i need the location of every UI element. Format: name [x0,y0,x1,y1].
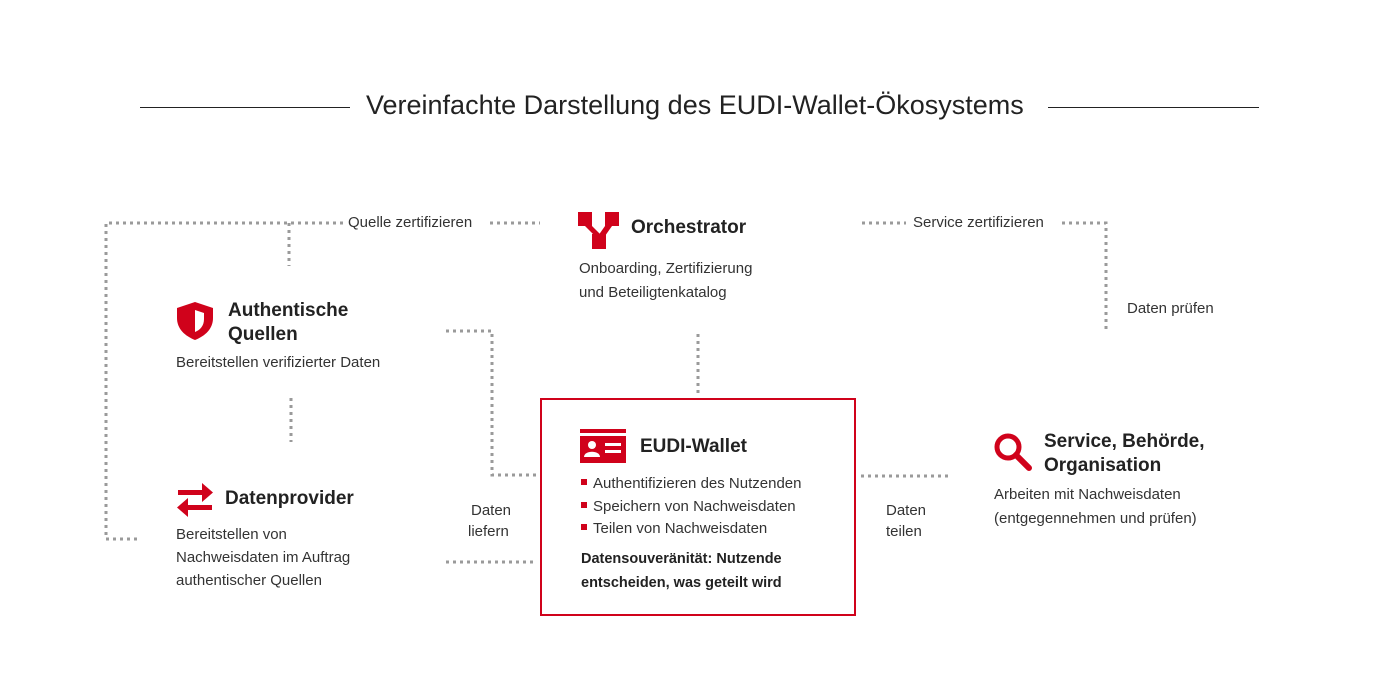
orchestrator-desc-1: Onboarding, Zertifizierung [579,260,753,277]
wallet-note-2: entscheiden, was geteilt wird [581,575,782,591]
quellen-title-2: Quellen [228,324,298,345]
label-daten-teilen-1: Daten [886,502,927,519]
wallet-bullet-1: Authentifizieren des Nutzenden [581,475,801,492]
label-quelle-zertifizieren: Quelle zertifizieren [348,214,473,231]
wallet-bullet-3: Teilen von Nachweisdaten [581,520,767,537]
service-desc-2: (entgegennehmen und prüfen) [994,510,1197,527]
title-rule-right [1048,107,1259,108]
provider-title: Datenprovider [225,488,354,509]
service-title-1: Service, Behörde, [1044,431,1205,452]
orchestrator-desc-2: und Beteiligtenkatalog [579,284,727,301]
wallet-bullet-2: Speichern von Nachweisdaten [581,498,796,515]
provider-desc-1: Bereitstellen von [176,526,287,543]
label-daten-liefern-1: Daten [471,502,512,519]
page-title: Vereinfachte Darstellung des EUDI-Wallet… [366,90,1024,120]
label-daten-liefern-2: liefern [468,523,509,540]
line-quelle-zertifizieren-left [104,221,343,541]
provider-desc-2: Nachweisdaten im Auftrag [176,549,351,566]
quellen-desc: Bereitstellen verifizierter Daten [176,354,381,371]
service-desc-1: Arbeiten mit Nachweisdaten [994,486,1181,503]
service-title-2: Organisation [1044,455,1162,476]
quellen-title-1: Authentische [228,300,349,321]
swap-arrows-icon [177,483,213,517]
wallet-title: EUDI-Wallet [640,436,747,457]
label-daten-pruefen: Daten prüfen [1127,300,1214,317]
provider-desc-3: authentischer Quellen [176,572,322,589]
title-rule-left [140,107,350,108]
id-card-icon [580,429,626,463]
line-service-zertifizieren-right [1062,221,1108,330]
label-service-zertifizieren: Service zertifizieren [913,214,1044,231]
search-icon [994,433,1032,471]
orchestrator-icon [578,212,619,249]
wallet-note-1: Datensouveränität: Nutzende [581,551,782,567]
label-daten-teilen-2: teilen [886,523,922,540]
line-quellen-wallet [446,329,537,477]
wallet-box [540,398,856,616]
shield-icon [177,302,213,340]
orchestrator-title: Orchestrator [631,217,747,238]
